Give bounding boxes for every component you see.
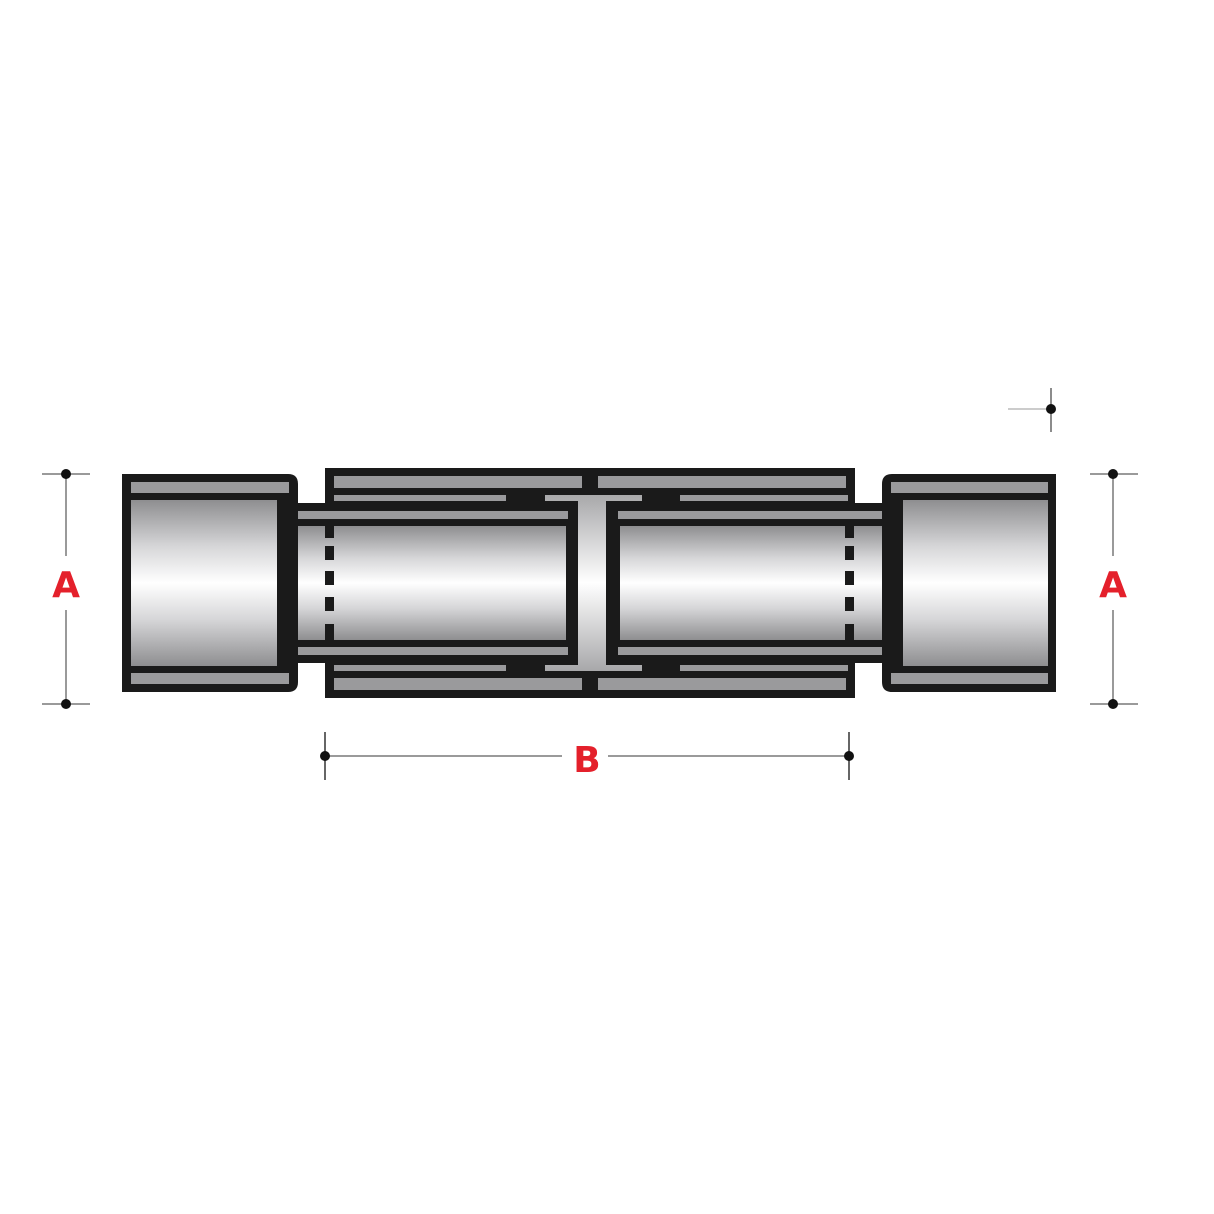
right-end-cap (882, 474, 1056, 692)
center-pipe-stop (545, 495, 642, 671)
right-inner-pipe (610, 503, 910, 663)
dimension-point (61, 699, 71, 709)
dimension-a-left: A (42, 469, 90, 709)
dimension-point (320, 751, 330, 761)
dimension-label-a-left: A (52, 565, 80, 606)
dimension-label-a-right: A (1099, 565, 1127, 606)
left-insertion-mark (325, 526, 334, 640)
left-inner-pipe (272, 503, 576, 663)
dimension-b: B (320, 732, 854, 781)
dimension-point (844, 751, 854, 761)
right-insertion-mark (845, 526, 854, 640)
dimension-point (1108, 699, 1118, 709)
dimension-point (61, 469, 71, 479)
reference-marker (1008, 388, 1056, 432)
left-end-cap (122, 474, 298, 692)
dimension-point (1108, 469, 1118, 479)
dimension-label-b: B (573, 740, 600, 781)
dimension-a-right: A (1090, 469, 1138, 709)
